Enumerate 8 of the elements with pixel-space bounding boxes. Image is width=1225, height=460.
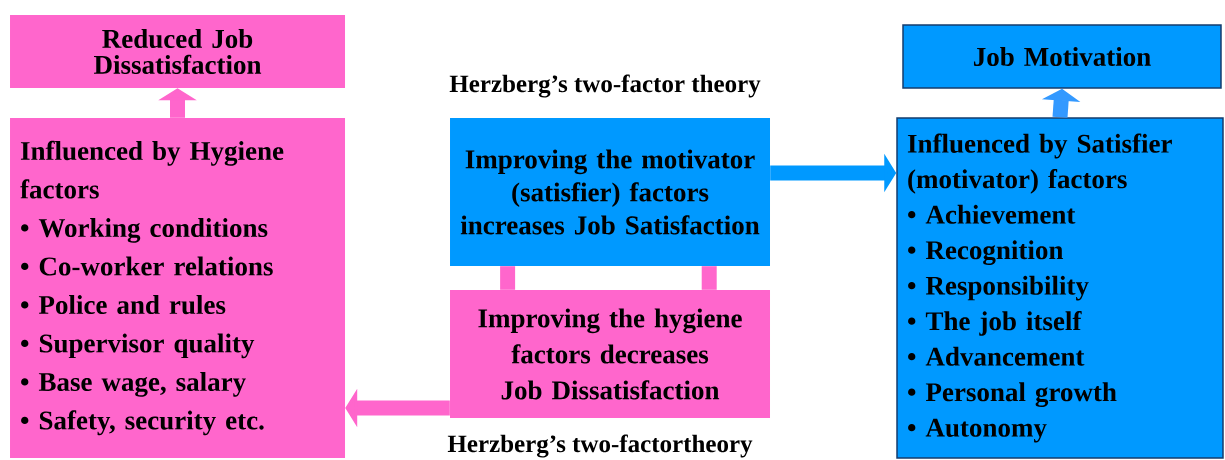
result-box: Job Motivation <box>902 24 1222 89</box>
connector-bar <box>500 266 516 290</box>
connector-bar <box>701 266 717 290</box>
factor-list-box: Influenced by Satisfier (motivator) factors • Achievement • Recognition • Responsibility • The job itself • Advancement • Personal growth • Autonomy <box>896 117 1224 459</box>
process-box: Improving the hygiene factors decreases Job Dissatisfaction <box>450 290 770 418</box>
factor-list-box: Influenced by Hygiene factors • Working conditions • Co-worker relations • Police and rules • Supervisor quality • Base wage, salary • Safety, security etc. <box>10 118 345 458</box>
result-box: Reduced Job Dissatisfaction <box>10 15 345 88</box>
process-box: Improving the motivator (satisfier) factors increases Job Satisfaction <box>450 118 770 266</box>
